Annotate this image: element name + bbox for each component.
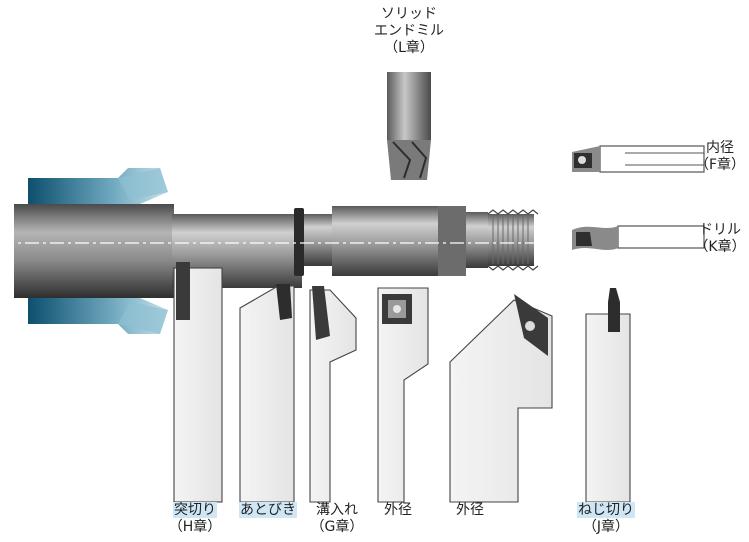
od-turning-tool-1 [377, 287, 429, 503]
label-line: ソリッド [381, 6, 437, 22]
label-line: （K章） [694, 239, 746, 255]
label-drill: ドリル （K章） [693, 222, 747, 256]
label-boring: 内径 （F章） [693, 140, 747, 174]
workpiece [0, 204, 740, 298]
boring-bar [572, 145, 705, 173]
label-line: 外径 [456, 502, 484, 518]
label-line: （G章） [310, 519, 364, 535]
label-line: あとびき [239, 502, 297, 518]
od-turning-tool-2 [449, 294, 553, 503]
chuck-jaw-top [28, 168, 168, 204]
label-line: （H章） [168, 519, 222, 535]
label-line: （F章） [694, 157, 746, 173]
label-line: ねじ切り [577, 502, 635, 518]
solid-end-mill [387, 72, 431, 180]
label-line: 外径 [384, 502, 412, 518]
label-line: ドリル [699, 222, 741, 238]
label-line: エンドミル [374, 23, 444, 39]
label-line: 溝入れ [316, 502, 358, 518]
label-cutoff: 突切り （H章） [164, 502, 226, 536]
label-line: （J章） [582, 519, 630, 535]
label-back-turning: あとびき [232, 502, 304, 519]
label-od-turning-1: 外径 [376, 502, 420, 519]
label-od-turning-2: 外径 [448, 502, 492, 519]
thread [487, 209, 539, 271]
threading-tool [585, 288, 631, 503]
label-line: 突切り [173, 502, 217, 518]
cutoff-tool [173, 262, 223, 503]
chuck-jaw-bottom [28, 298, 168, 334]
grooving-tool [309, 286, 357, 503]
label-line: 内径 [706, 140, 734, 156]
back-turning-tool [239, 284, 295, 503]
label-line: （L章） [384, 40, 434, 56]
label-grooving: 溝入れ （G章） [306, 502, 368, 536]
label-threading: ねじ切り （J章） [568, 502, 644, 536]
drill-tool [572, 225, 705, 250]
label-solid-end-mill: ソリッド エンドミル （L章） [366, 6, 452, 57]
